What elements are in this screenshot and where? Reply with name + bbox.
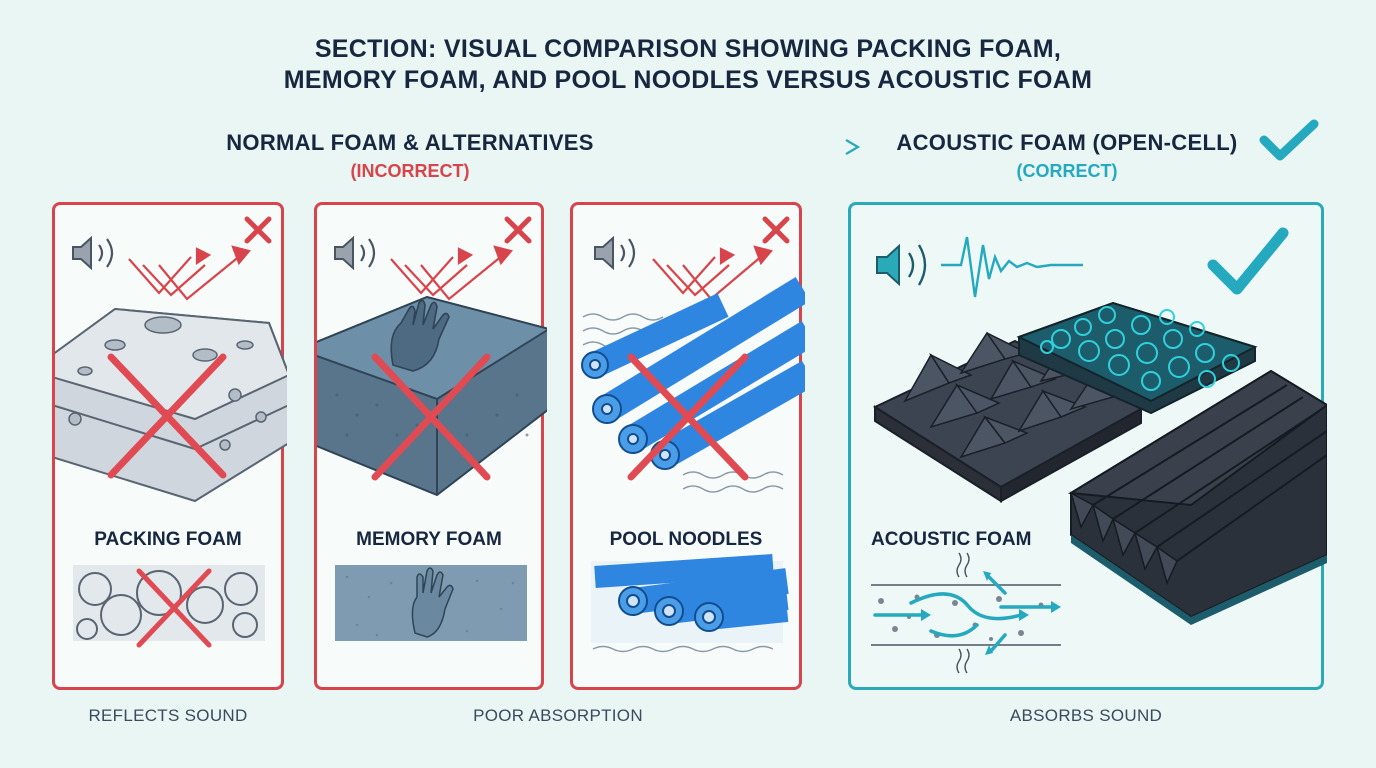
incorrect-heading: NORMAL FOAM & ALTERNATIVES (INCORRECT) <box>190 130 630 182</box>
packing-foam-label: PACKING FOAM <box>94 529 242 550</box>
sound-absorption-diagram <box>871 552 1061 674</box>
pool-noodles-closeup <box>591 554 789 653</box>
correct-heading: ACOUSTIC FOAM (OPEN-CELL) (CORRECT) <box>862 130 1272 182</box>
title-line-2: MEMORY FOAM, AND POOL NOODLES VERSUS ACO… <box>283 66 1093 94</box>
acoustic-foam-label: ACOUSTIC FOAM <box>871 529 1032 550</box>
check-icon <box>1259 119 1319 161</box>
speaker-icon <box>876 243 927 287</box>
packing-foam-panel: PACKING FOAM <box>52 202 287 690</box>
memory-foam-closeup <box>335 565 527 641</box>
reflect-arrows-icon <box>128 245 251 301</box>
acoustic-foam-panel: ACOUSTIC FOAM <box>848 202 1327 690</box>
cross-icon <box>107 353 227 479</box>
reflect-arrows-icon <box>652 245 773 301</box>
wedge-foam-illustration <box>1067 369 1327 625</box>
speaker-icon <box>594 235 636 271</box>
correct-heading-sub: (CORRECT) <box>1016 161 1118 181</box>
page-title: SECTION: VISUAL COMPARISON SHOWING PACKI… <box>0 34 1376 96</box>
check-icon <box>1207 227 1289 295</box>
memory-foam-illustration <box>317 295 547 497</box>
absorbs-sound-caption: ABSORBS SOUND <box>1009 706 1163 725</box>
speaker-icon <box>334 235 376 271</box>
cross-icon <box>136 568 212 648</box>
pool-noodles-label: POOL NOODLES <box>609 529 763 550</box>
title-line-1: SECTION: VISUAL COMPARISON SHOWING PACKI… <box>314 35 1062 63</box>
correct-heading-main: ACOUSTIC FOAM (OPEN-CELL) <box>896 130 1238 155</box>
poor-absorption-caption: POOR ABSORPTION <box>473 706 643 725</box>
pool-noodles-panel: POOL NOODLES <box>570 202 805 690</box>
sound-wave-icon <box>941 236 1083 298</box>
cross-icon <box>762 216 790 244</box>
comparison-arrow-icon <box>632 139 861 155</box>
incorrect-heading-main: NORMAL FOAM & ALTERNATIVES <box>226 130 594 155</box>
hand-print-icon <box>390 299 450 372</box>
hand-print-icon <box>411 567 454 638</box>
packing-foam-illustration <box>55 307 287 503</box>
cross-icon <box>244 216 272 244</box>
reflect-arrows-icon <box>390 245 513 301</box>
memory-foam-label: MEMORY FOAM <box>356 529 502 550</box>
reflects-sound-caption: REFLECTS SOUND <box>88 706 248 725</box>
incorrect-heading-sub: (INCORRECT) <box>350 161 470 181</box>
pool-noodles-illustration <box>581 277 805 470</box>
memory-foam-panel: MEMORY FOAM <box>314 202 547 690</box>
cross-icon <box>504 216 532 244</box>
open-cell-foam-illustration <box>1016 301 1258 415</box>
cross-icon <box>371 353 491 481</box>
speaker-icon <box>72 235 114 271</box>
cross-icon <box>627 353 749 481</box>
